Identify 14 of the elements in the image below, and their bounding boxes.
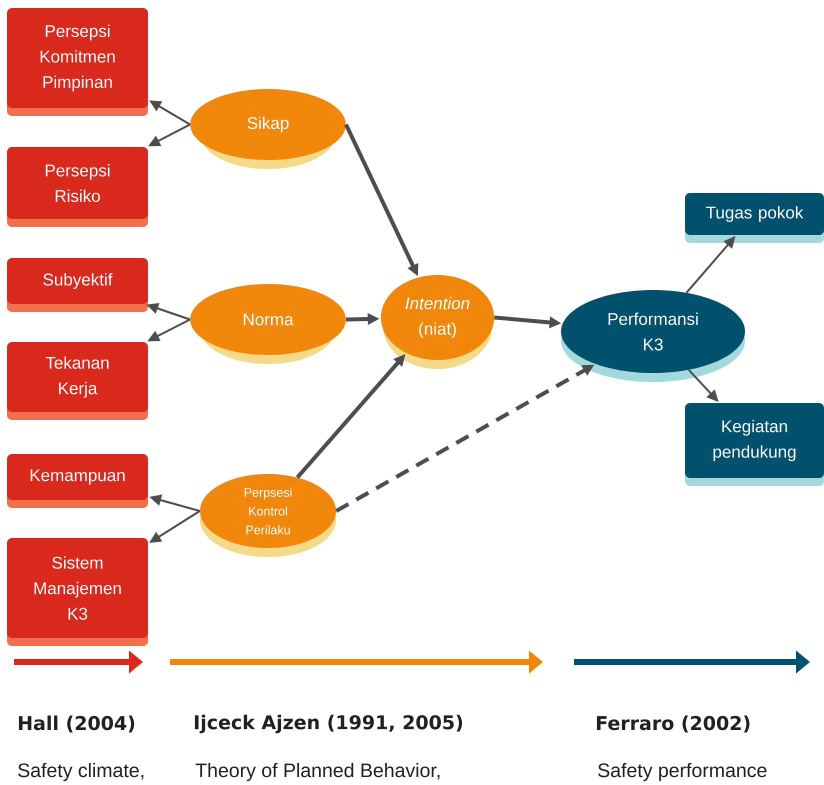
process-box: Sistem Manajemen K3 [7,538,148,646]
process-box: Persepsi Risiko [7,147,148,227]
process-box: Subyektif [7,258,148,312]
outcome-box: Tugas pokok [685,193,824,243]
process-box: Persepsi Komitmen Pimpinan [7,8,148,116]
reference-heading: Hall (2004) [18,716,134,732]
reference-heading: Ijceck Ajzen (1991, 2005) [194,714,462,734]
process-box: Tekanan Kerja [7,342,148,420]
reference-note: Safety climate, [18,762,144,782]
reference-heading: Ferraro (2002) [596,716,750,732]
reference-note: Safety performance [598,762,766,782]
process-box: Kemampuan [7,454,148,508]
reference-note: Theory of Planned Behavior, [196,762,440,782]
outcome-box: Kegiatan pendukung [685,403,824,486]
